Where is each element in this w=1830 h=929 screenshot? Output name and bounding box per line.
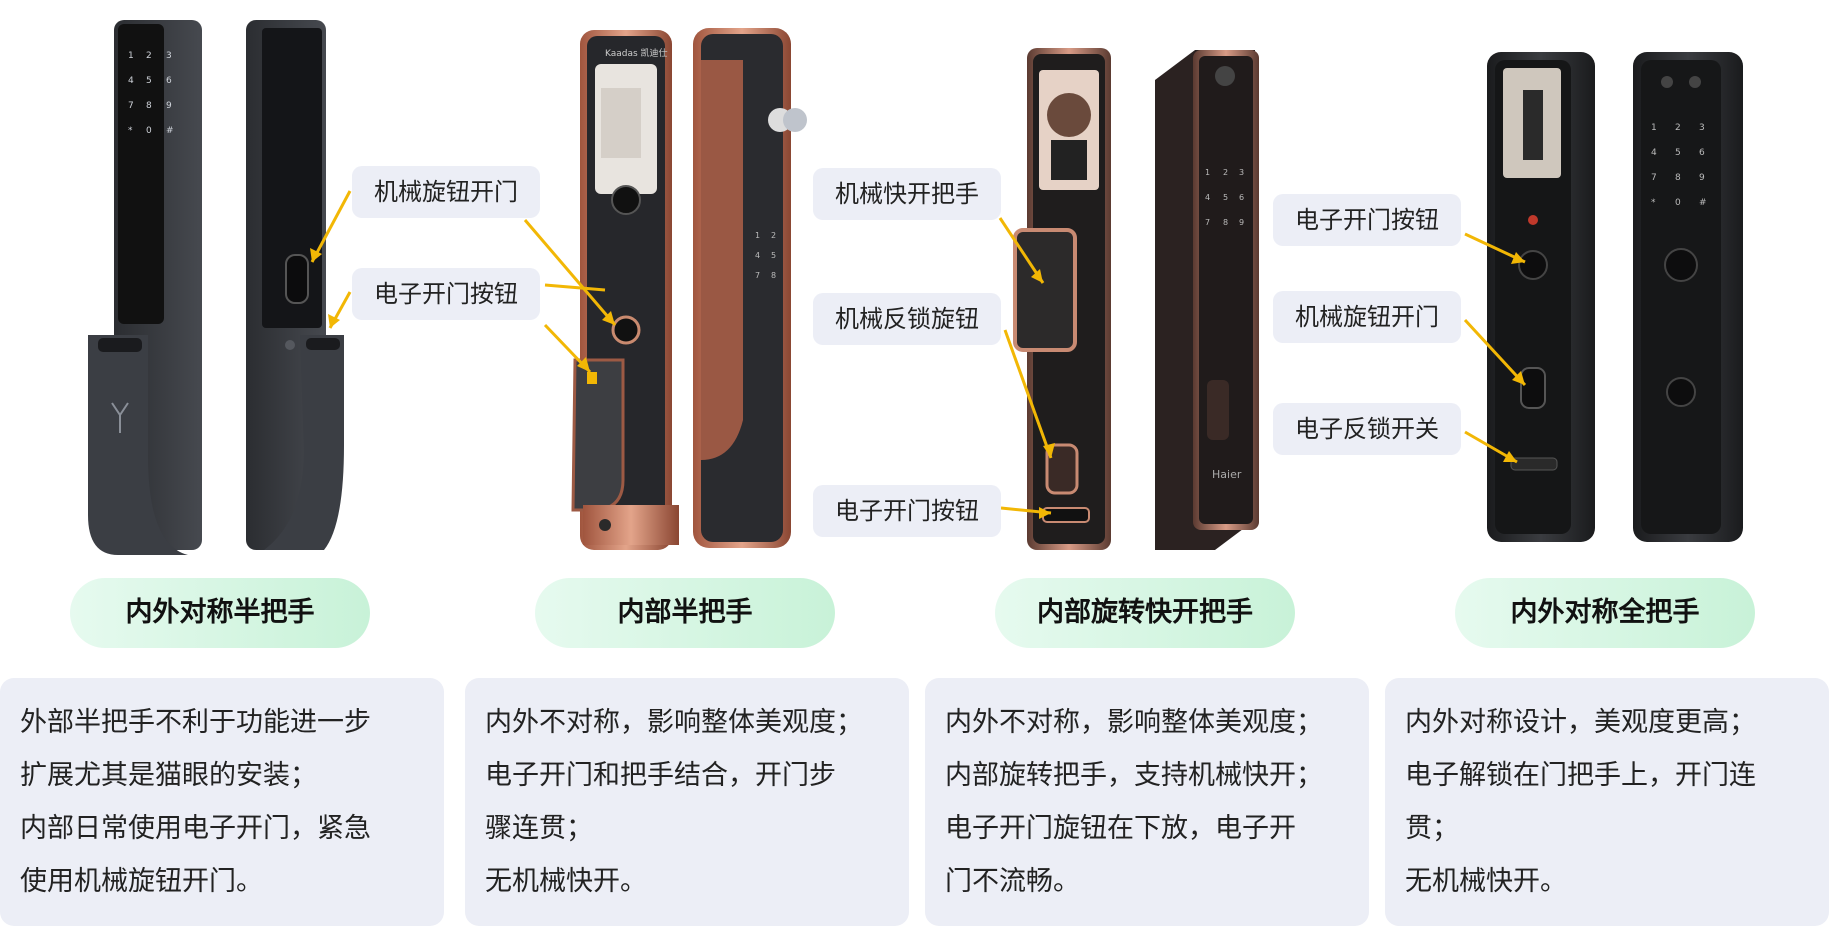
- callout-mechanical-quick-handle: 机械快开把手: [813, 168, 1001, 220]
- brand-text: Haier: [1212, 468, 1242, 481]
- svg-text:4: 4: [1651, 148, 1657, 158]
- description-line: 内部旋转把手，支持机械快开；: [945, 760, 1323, 791]
- svg-text:6: 6: [166, 76, 172, 86]
- lock-image-symmetric-full-handle: 1 2 3 4 5 6 7 8 9 * 0 # 电子开门按钮 机械旋钮开门 电子反锁开关: [1273, 0, 1815, 570]
- svg-text:9: 9: [1699, 173, 1705, 183]
- svg-text:7: 7: [1205, 218, 1210, 227]
- svg-text:0: 0: [1675, 198, 1681, 208]
- description-line: 使用机械旋钮开门。: [20, 866, 263, 897]
- description-box: 内外不对称，影响整体美观度； 电子开门和把手结合，开门步 骤连贯； 无机械快开。: [465, 678, 909, 926]
- description-line: 无机械快开。: [1405, 866, 1567, 897]
- description-line: 内部日常使用电子开门，紧急: [20, 813, 371, 844]
- callout-electronic-deadbolt-switch: 电子反锁开关: [1273, 403, 1461, 455]
- svg-text:#: #: [1699, 198, 1707, 208]
- svg-text:1: 1: [1651, 123, 1657, 133]
- description-line: 电子开门旋钮在下放，电子开: [945, 813, 1296, 844]
- svg-text:5: 5: [1223, 193, 1228, 202]
- svg-text:0: 0: [146, 126, 152, 136]
- svg-text:3: 3: [1239, 168, 1244, 177]
- callout-electronic-button: 电子开门按钮: [352, 268, 540, 320]
- callout-electronic-button: 电子开门按钮: [1273, 194, 1461, 246]
- callout-electronic-button: 电子开门按钮: [813, 485, 1001, 537]
- svg-text:6: 6: [1239, 193, 1244, 202]
- svg-text:*: *: [128, 126, 133, 136]
- description-line: 贯；: [1405, 813, 1459, 844]
- callout-mechanical-deadbolt-knob: 机械反锁旋钮: [813, 293, 1001, 345]
- description-line: 电子解锁在门把手上，开门连: [1405, 760, 1756, 791]
- svg-text:#: #: [166, 126, 174, 136]
- svg-text:2: 2: [1675, 123, 1681, 133]
- svg-text:2: 2: [146, 51, 152, 61]
- title-pill: 内外对称全把手: [1455, 578, 1755, 648]
- callout-mechanical-knob: 机械旋钮开门: [352, 166, 540, 218]
- description-line: 门不流畅。: [945, 866, 1080, 897]
- description-line: 电子开门和把手结合，开门步: [485, 760, 836, 791]
- svg-text:8: 8: [1223, 218, 1228, 227]
- svg-text:8: 8: [146, 101, 152, 111]
- lock-image-inner-rotating-quick-handle: 1 2 3 4 5 6 7 8 9 Haier 机械快开把手 机械反锁旋钮 电子开门按钮: [813, 0, 1355, 570]
- svg-text:7: 7: [1651, 173, 1657, 183]
- svg-text:2: 2: [1223, 168, 1228, 177]
- lock-image-inner-half-handle: Kaadas 凯迪仕 1 2 4 5 7 8: [465, 0, 895, 570]
- svg-text:4: 4: [128, 76, 134, 86]
- panel-inner-half-handle: Kaadas 凯迪仕 1 2 4 5 7 8: [465, 0, 909, 929]
- svg-text:*: *: [1651, 198, 1656, 208]
- description-line: 内外不对称，影响整体美观度；: [485, 707, 863, 738]
- panel-inner-rotating-quick-handle: 1 2 3 4 5 6 7 8 9 Haier 机械快开把手 机械反锁旋钮 电子开门按钮 内…: [813, 0, 1369, 929]
- title-pill: 内外对称半把手: [70, 578, 370, 648]
- svg-text:3: 3: [166, 51, 172, 61]
- description-line: 内外不对称，影响整体美观度；: [945, 707, 1323, 738]
- description-box: 内外不对称，影响整体美观度； 内部旋转把手，支持机械快开； 电子开门旋钮在下放，…: [925, 678, 1369, 926]
- svg-text:9: 9: [166, 101, 172, 111]
- svg-text:7: 7: [755, 271, 760, 280]
- svg-text:8: 8: [771, 271, 776, 280]
- description-line: 扩展尤其是猫眼的安装；: [20, 760, 317, 791]
- svg-text:1: 1: [128, 51, 134, 61]
- brand-text: Kaadas 凯迪仕: [605, 47, 668, 59]
- svg-text:5: 5: [771, 251, 776, 260]
- svg-text:5: 5: [1675, 148, 1681, 158]
- description-line: 内外对称设计，美观度更高；: [1405, 707, 1756, 738]
- description-box: 外部半把手不利于功能进一步 扩展尤其是猫眼的安装； 内部日常使用电子开门，紧急 …: [0, 678, 444, 926]
- svg-text:3: 3: [1699, 123, 1705, 133]
- svg-text:5: 5: [146, 76, 152, 86]
- svg-text:4: 4: [1205, 193, 1210, 202]
- panel-symmetric-full-handle: 1 2 3 4 5 6 7 8 9 * 0 # 电子开门按钮 机械旋钮开门 电子反锁开关 内外对…: [1273, 0, 1829, 929]
- svg-text:1: 1: [1205, 168, 1210, 177]
- svg-text:7: 7: [128, 101, 134, 111]
- svg-text:2: 2: [771, 231, 776, 240]
- description-line: 骤连贯；: [485, 813, 593, 844]
- svg-text:1: 1: [755, 231, 760, 240]
- svg-text:9: 9: [1239, 218, 1244, 227]
- svg-text:6: 6: [1699, 148, 1705, 158]
- description-line: 外部半把手不利于功能进一步: [20, 707, 371, 738]
- svg-text:8: 8: [1675, 173, 1681, 183]
- lock-image-symmetric-half-handle: 1 2 3 4 5 6 7 8 9 * 0 # 机械旋钮开门 电子开门按钮: [0, 0, 540, 570]
- description-box: 内外对称设计，美观度更高； 电子解锁在门把手上，开门连 贯； 无机械快开。: [1385, 678, 1829, 926]
- callout-mechanical-knob: 机械旋钮开门: [1273, 291, 1461, 343]
- svg-text:4: 4: [755, 251, 760, 260]
- title-pill: 内部旋转快开把手: [995, 578, 1295, 648]
- title-pill: 内部半把手: [535, 578, 835, 648]
- description-line: 无机械快开。: [485, 866, 647, 897]
